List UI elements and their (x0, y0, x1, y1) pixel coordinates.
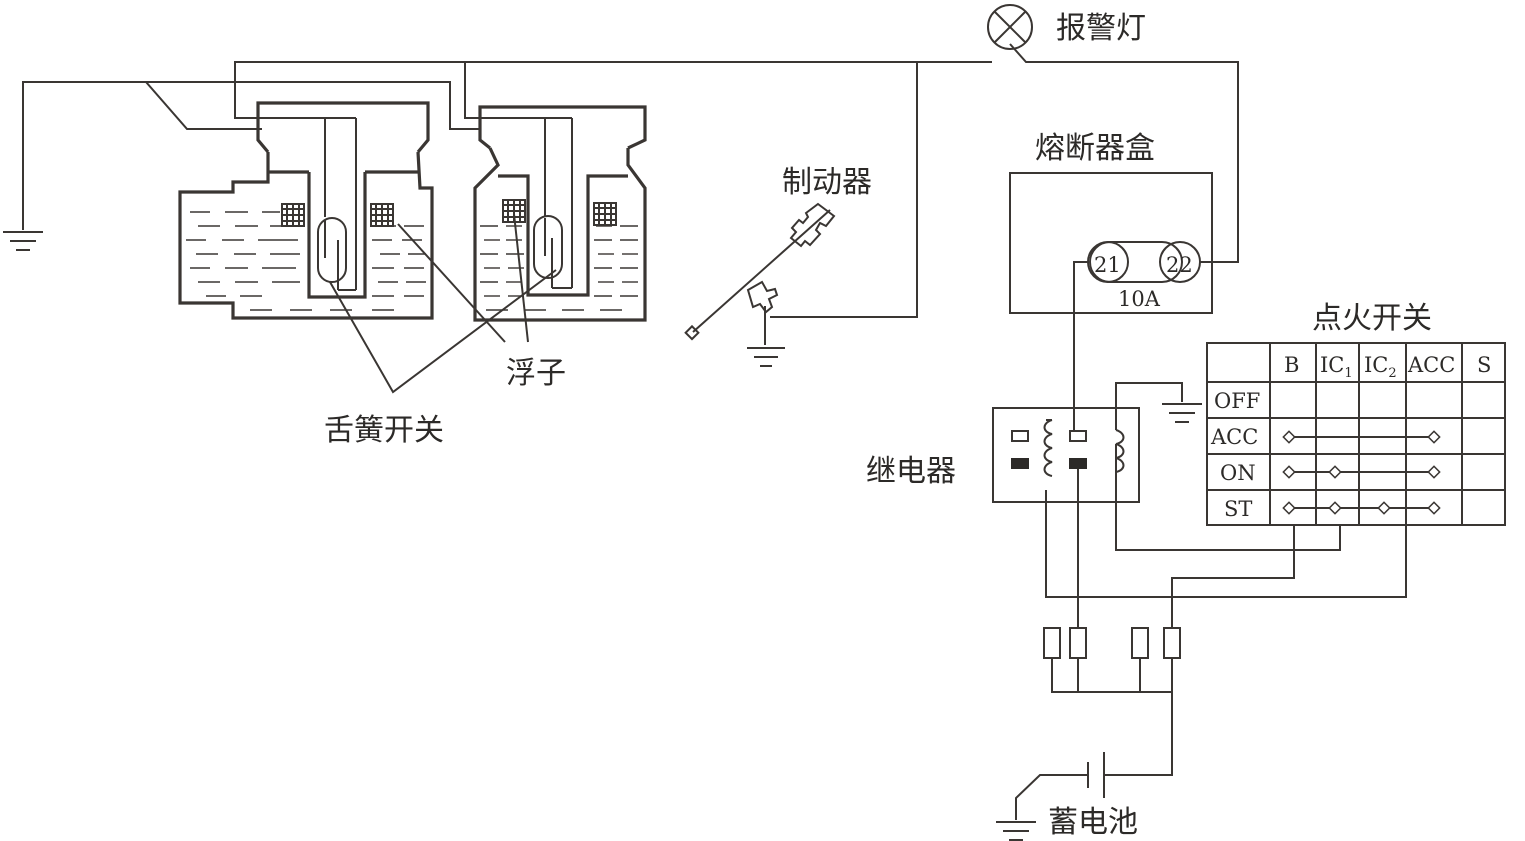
ground-icon (996, 821, 1036, 841)
top-wiring (22, 43, 1239, 318)
float-icon (593, 202, 617, 226)
warning-lamp-icon (987, 4, 1033, 50)
fluid-lines (480, 225, 638, 311)
ignition-switch-label: 点火开关 (1312, 301, 1432, 336)
fluid-lines (186, 211, 426, 311)
lower-wiring (1015, 444, 1407, 820)
fuse-box (1009, 172, 1213, 314)
fuse-22-label: 22 (1166, 253, 1193, 277)
fuse-box-label: 熔断器盒 (1035, 131, 1155, 166)
fluid-reservoir-right (473, 105, 647, 322)
brake-label: 制动器 (782, 165, 872, 200)
relay-icon (992, 407, 1140, 503)
fluid-reservoir-left (178, 101, 434, 320)
float-icon (502, 199, 526, 223)
col-header-b: B (1284, 353, 1299, 377)
col-header-ic2: IC2 (1364, 353, 1397, 381)
float-icon (370, 203, 394, 227)
reed-switch-icon (533, 117, 573, 289)
ignition-switch-table (1206, 342, 1506, 526)
fuse-21-label: 21 (1094, 253, 1121, 277)
row-header-st: ST (1224, 497, 1252, 521)
battery-icon (1087, 752, 1105, 798)
row-header-on: ON (1220, 461, 1256, 485)
brake-switch-icon (684, 202, 836, 367)
relay-label: 继电器 (866, 454, 956, 489)
connector-icon (1043, 627, 1181, 659)
wire (1115, 382, 1183, 408)
reed-switch-label: 舌簧开关 (324, 413, 444, 448)
ground-icon (3, 231, 43, 251)
col-header-ic1: IC1 (1320, 353, 1353, 381)
reed-switch-icon (317, 117, 357, 291)
callout-lines (329, 213, 557, 394)
float-icon (281, 203, 305, 227)
warning-lamp-label: 报警灯 (1056, 11, 1146, 46)
switch-connections (1282, 430, 1441, 515)
row-header-off: OFF (1214, 389, 1260, 413)
wire (1073, 261, 1089, 430)
float-label: 浮子 (506, 356, 566, 391)
col-header-s: S (1477, 353, 1491, 377)
col-header-acc: ACC (1407, 353, 1455, 377)
fuse-rating-label: 10A (1118, 287, 1161, 311)
ground-icon (1162, 403, 1202, 423)
row-header-acc: ACC (1210, 425, 1258, 449)
battery-label: 蓄电池 (1048, 805, 1138, 840)
